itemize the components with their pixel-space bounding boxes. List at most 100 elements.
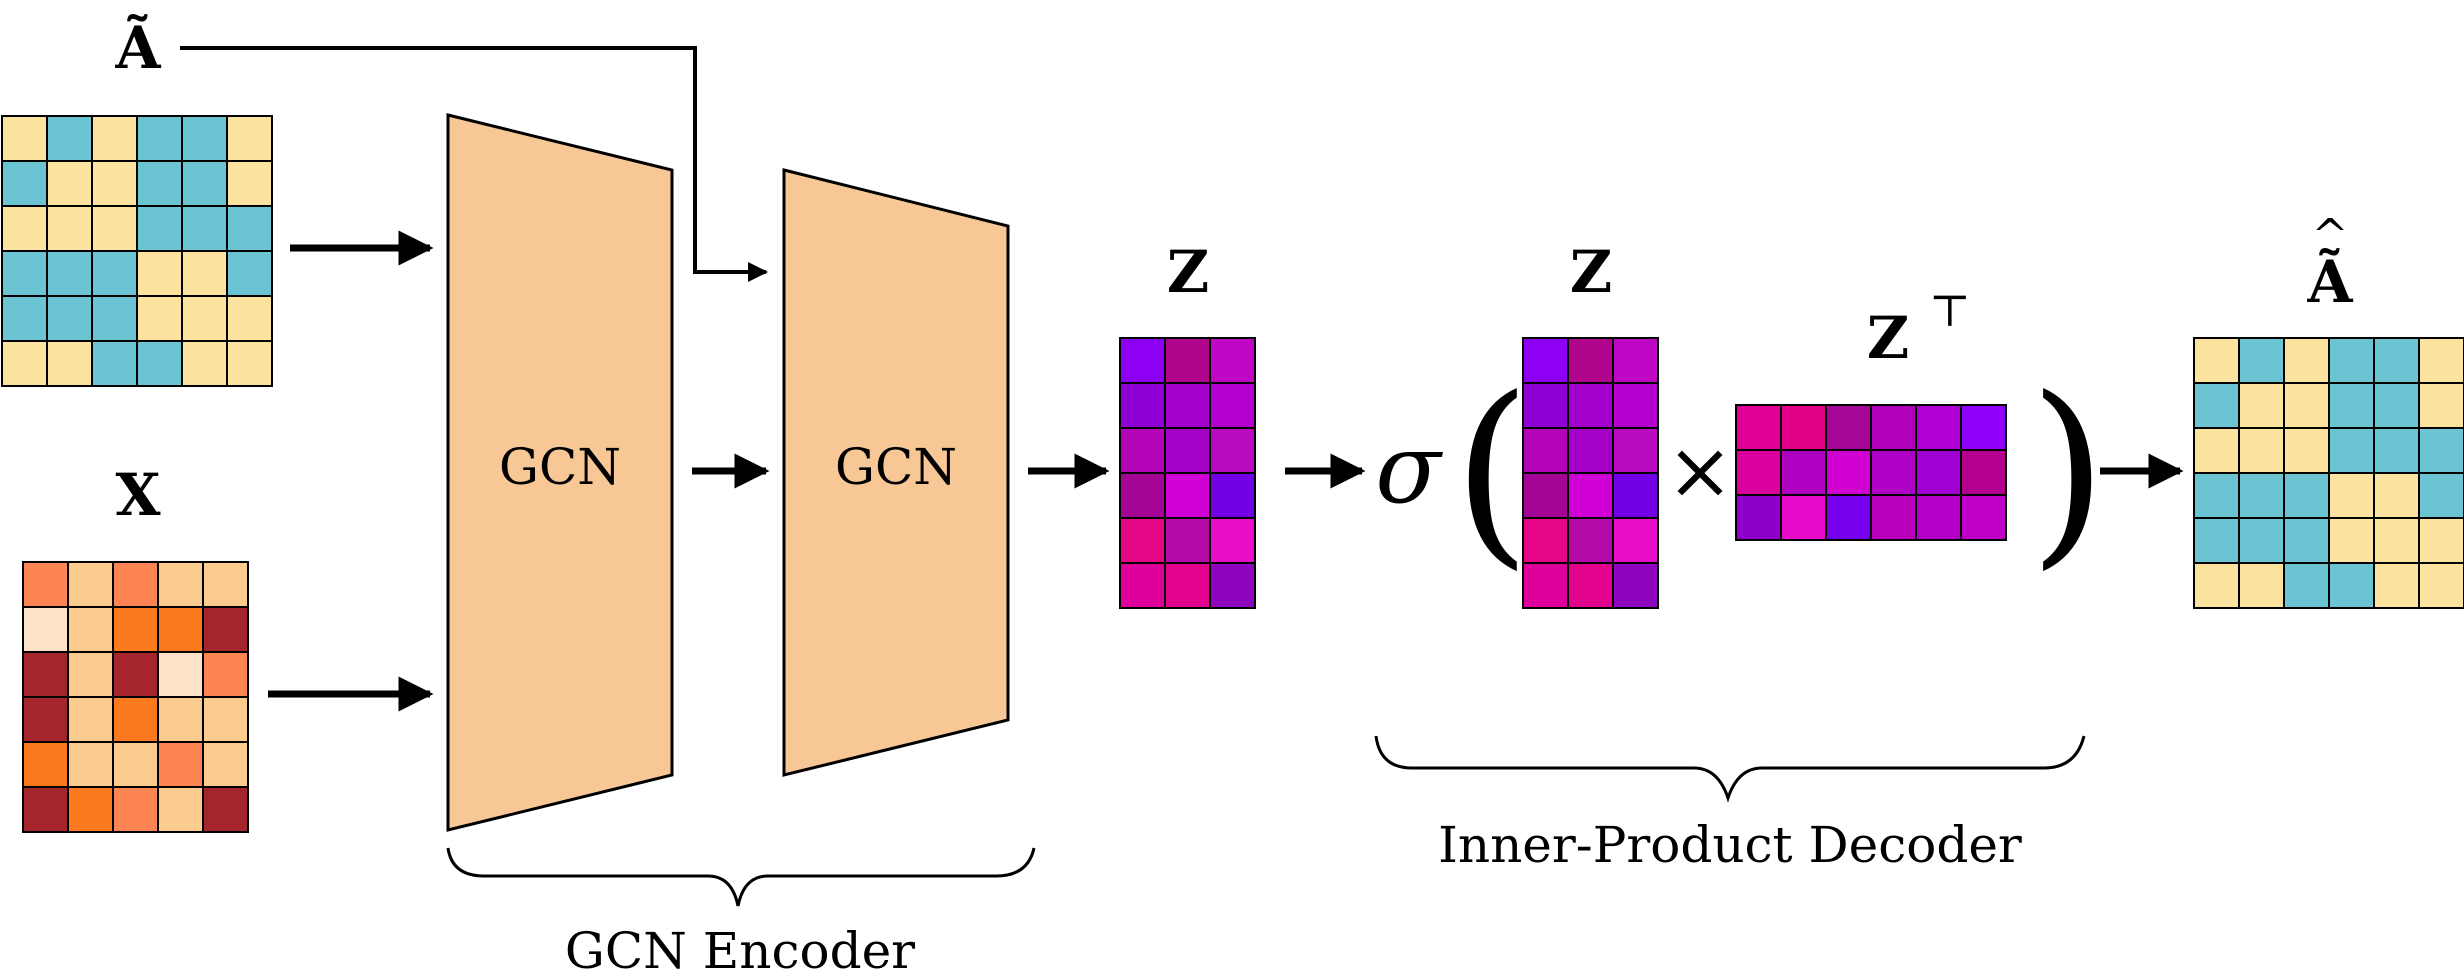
matrix-cell [1960,404,2007,451]
matrix-cell [181,250,228,297]
matrix-cell [91,295,138,342]
matrix-cell [1119,337,1166,384]
matrix-cell [1209,517,1256,564]
gcn-layer-1-label: GCN [499,438,621,496]
matrix-cell [112,741,159,788]
matrix-cell [2238,472,2285,519]
matrix-cell [1612,562,1659,609]
matrix-cell [1,205,48,252]
matrix-cell [2328,427,2375,474]
matrix-cell [2238,427,2285,474]
matrix-cell [136,295,183,342]
matrix-cell [67,651,114,698]
matrix-cell [136,205,183,252]
matrix-cell [2283,427,2330,474]
matrix-cell [1960,449,2007,496]
matrix-cell [2283,517,2330,564]
matrix-cell [2283,337,2330,384]
matrix-cell [1780,494,1827,541]
matrix-cell [202,696,249,743]
matrix-cell [1,250,48,297]
matrix-cell [181,115,228,162]
matrix-cell [67,606,114,653]
matrix-cell [2373,427,2420,474]
matrix-cell [181,160,228,207]
matrix-cell [22,651,69,698]
matrix-cell [1,115,48,162]
matrix-cell [2328,562,2375,609]
adjacency-label: Ã [114,14,161,82]
matrix-cell [22,561,69,608]
matrix-cell [67,561,114,608]
matrix-cell [22,606,69,653]
matrix-cell [1780,404,1827,451]
matrix-cell [1567,517,1614,564]
encoder-brace [446,847,1036,907]
arrow-adj-skip-to-gcn2 [180,46,768,282]
matrix-cell [1164,382,1211,429]
matrix-cell [91,160,138,207]
matrix-cell [2373,472,2420,519]
encoder-caption: GCN Encoder [565,922,915,976]
matrix-cell [1209,337,1256,384]
matrix-cell [2283,382,2330,429]
matrix-cell [2418,472,2464,519]
matrix-cell [1567,382,1614,429]
feature-matrix [22,561,249,833]
matrix-cell [46,205,93,252]
matrix-cell [157,606,204,653]
matrix-cell [2193,472,2240,519]
matrix-cell [1960,494,2007,541]
matrix-cell [1,160,48,207]
decoder-brace [1374,735,2086,803]
matrix-cell [1915,404,1962,451]
matrix-cell [91,340,138,387]
matrix-cell [226,205,273,252]
matrix-cell [2328,382,2375,429]
matrix-cell [1164,472,1211,519]
matrix-cell [46,340,93,387]
matrix-cell [1915,494,1962,541]
matrix-cell [1119,382,1166,429]
close-parenthesis: ) [2029,355,2107,588]
matrix-cell [91,205,138,252]
matrix-cell [181,295,228,342]
reconstruction-label: Ã [2306,248,2353,316]
matrix-cell [67,696,114,743]
matrix-cell [157,696,204,743]
matrix-cell [181,340,228,387]
matrix-cell [1612,472,1659,519]
matrix-cell [67,786,114,833]
matrix-cell [202,786,249,833]
matrix-cell [1567,472,1614,519]
matrix-cell [202,606,249,653]
matrix-cell [2193,517,2240,564]
matrix-cell [112,651,159,698]
matrix-cell [1209,562,1256,609]
matrix-cell [2283,472,2330,519]
embedding-matrix-encoder [1119,337,1256,609]
embedding-transpose-matrix [1735,404,2007,541]
matrix-cell [2418,337,2464,384]
matrix-cell [2373,562,2420,609]
matrix-cell [112,606,159,653]
matrix-cell [2418,427,2464,474]
gcn-layer-2-block [782,168,1010,777]
open-parenthesis: ( [1453,355,1531,588]
matrix-cell [1164,337,1211,384]
matrix-cell [1735,404,1782,451]
matrix-cell [2418,382,2464,429]
matrix-cell [2373,517,2420,564]
transpose-label: Z [1867,304,1909,372]
matrix-cell [1870,494,1917,541]
matrix-cell [22,696,69,743]
matrix-cell [2418,517,2464,564]
matrix-cell [1825,449,1872,496]
matrix-cell [136,160,183,207]
matrix-cell [2328,337,2375,384]
matrix-cell [1612,337,1659,384]
matrix-cell [1612,382,1659,429]
matrix-cell [2238,517,2285,564]
matrix-cell [22,786,69,833]
sigma-symbol: σ [1375,413,1443,525]
